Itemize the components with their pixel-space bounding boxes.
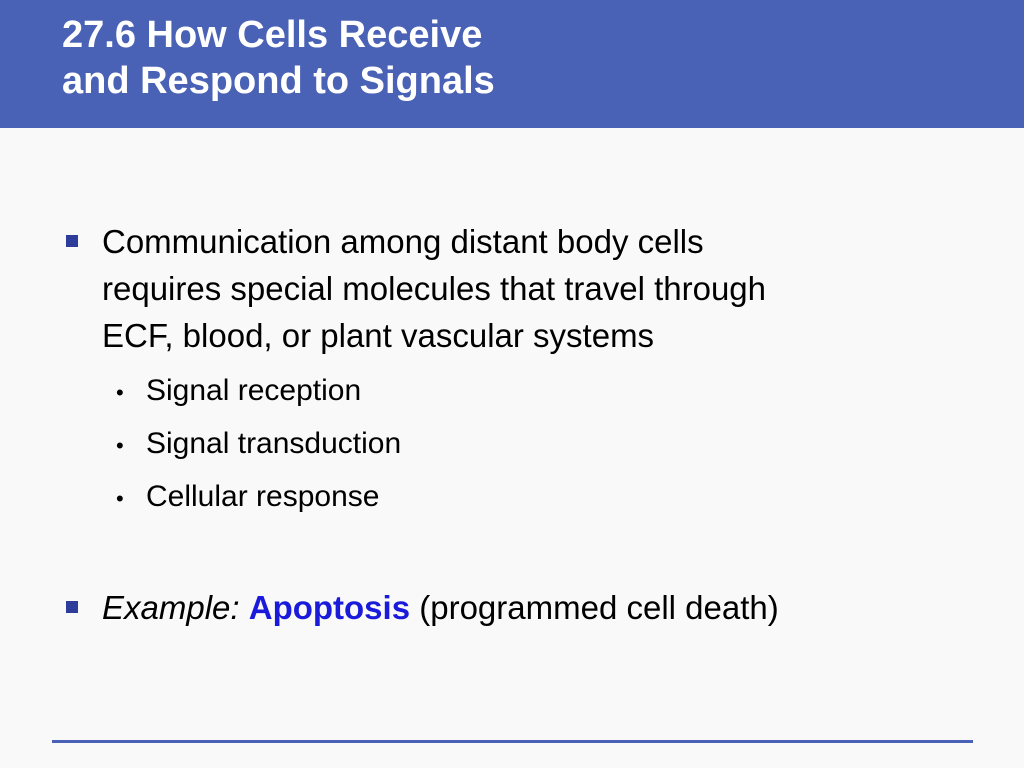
square-bullet-icon: [66, 601, 78, 613]
square-bullet-icon: [66, 235, 78, 247]
dot-bullet-icon: •: [116, 380, 124, 405]
sub-bullet-signal-reception: Signal reception: [146, 374, 362, 407]
bullet-1-line-3: ECF, blood, or plant vascular systems: [102, 317, 655, 354]
title-bar: 27.6 How Cells Receive and Respond to Si…: [0, 0, 1024, 128]
slide-title-line-2: and Respond to Signals: [62, 60, 495, 102]
slide-title-line-1: 27.6 How Cells Receive: [62, 14, 483, 56]
apoptosis-definition: (programmed cell death): [419, 589, 779, 626]
dot-bullet-icon: •: [116, 486, 124, 511]
example-label: Example:: [102, 589, 240, 626]
bullet-1-line-1: Communication among distant body cells: [102, 223, 704, 260]
bullet-1-line-2: requires special molecules that travel t…: [102, 270, 767, 307]
bullet-2-text: Example: Apoptosis (programmed cell deat…: [102, 584, 779, 631]
apoptosis-term: Apoptosis: [248, 589, 411, 626]
slide-title: 27.6 How Cells Receive and Respond to Si…: [62, 12, 495, 104]
sub-bullet-signal-transduction: Signal transduction: [146, 427, 402, 460]
footer-divider: [52, 740, 973, 743]
sub-bullet-cellular-response: Cellular response: [146, 480, 380, 513]
dot-bullet-icon: •: [116, 433, 124, 458]
